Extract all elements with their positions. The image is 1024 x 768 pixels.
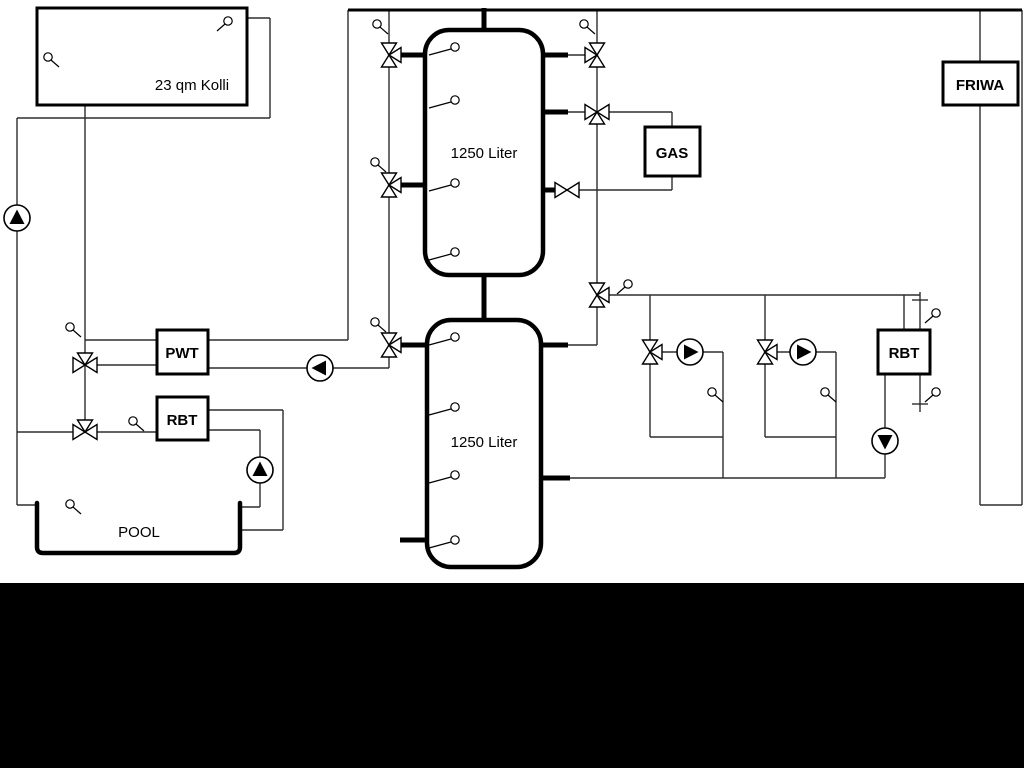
rbt-right-box xyxy=(876,328,932,376)
bottom-black-bar xyxy=(0,583,1024,768)
tank-bottom-label: 1250 Liter xyxy=(451,434,518,451)
gas-boiler-box xyxy=(643,125,702,178)
rbt-left-label: RBT xyxy=(167,412,198,429)
valve-tank1-left-top-icon xyxy=(380,42,402,68)
rbt-return-pump-icon xyxy=(871,427,899,455)
pwt-box xyxy=(155,328,210,376)
temp-sensor-icon xyxy=(616,279,633,295)
buffer-tank-bottom xyxy=(424,317,544,570)
valve-heating-circuit-1-icon xyxy=(641,339,663,365)
heating-circuit-2-pump-icon xyxy=(789,338,817,366)
valve-gas-return-icon xyxy=(554,181,580,199)
temp-sensor-icon xyxy=(370,157,387,173)
pool-basin xyxy=(34,500,243,556)
rbt-right-label: RBT xyxy=(889,345,920,362)
pool-pump-icon xyxy=(246,456,274,484)
temp-sensor-icon xyxy=(820,387,837,403)
heating-circuit-1-pump-icon xyxy=(676,338,704,366)
rbt-left-box xyxy=(155,395,210,442)
valve-heating-circuit-2-icon xyxy=(756,339,778,365)
gas-label: GAS xyxy=(656,145,689,162)
solar-pump-icon xyxy=(3,204,31,232)
temp-sensor-icon xyxy=(65,499,82,515)
temp-sensor-icon xyxy=(707,387,724,403)
buffer-tank-top xyxy=(422,27,546,278)
valve-tank1-right-top-icon xyxy=(584,42,606,68)
collector-label: 23 qm Kolli xyxy=(155,77,229,94)
tank-top-label: 1250 Liter xyxy=(451,145,518,162)
valve-heating-supply-icon xyxy=(588,282,610,308)
valve-pool-rbt-icon xyxy=(72,419,98,441)
solar-collector-box xyxy=(35,6,249,107)
temp-sensor-icon xyxy=(579,19,596,35)
temp-sensor-icon xyxy=(128,416,145,432)
pool-label: POOL xyxy=(118,524,160,541)
temp-sensor-icon xyxy=(924,387,941,403)
valve-tank2-left-icon xyxy=(380,332,402,358)
temp-sensor-icon xyxy=(370,317,387,333)
friwa-box xyxy=(941,60,1020,107)
main-pipe-lines xyxy=(348,8,1022,543)
pwt-charge-pump-icon xyxy=(306,354,334,382)
pwt-label: PWT xyxy=(165,345,198,362)
valve-tank1-left-mid-icon xyxy=(380,172,402,198)
temp-sensor-icon xyxy=(924,308,941,324)
friwa-label: FRIWA xyxy=(956,77,1004,94)
temp-sensor-icon xyxy=(372,19,389,35)
temp-sensor-icon xyxy=(65,322,82,338)
